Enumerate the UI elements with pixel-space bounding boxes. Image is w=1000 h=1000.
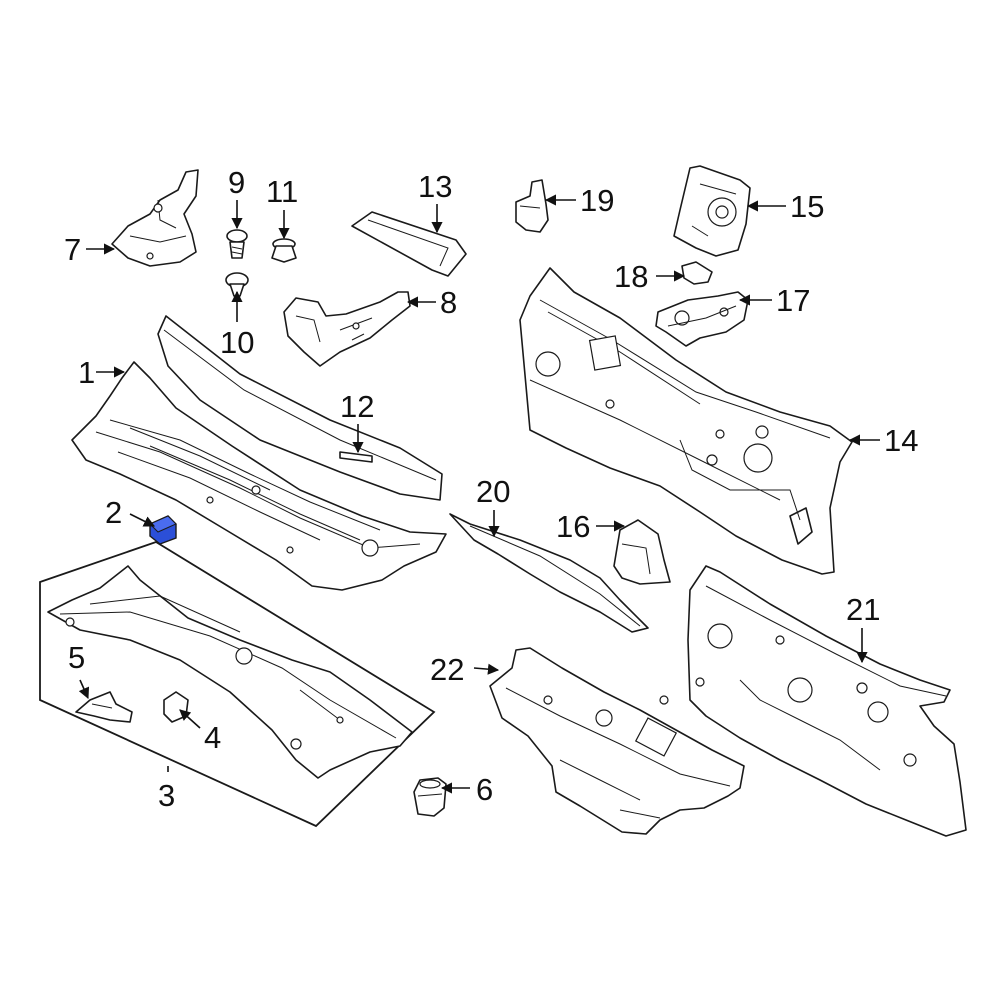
part-7-bracket[interactable] — [111, 169, 199, 267]
callout-10: 10 — [220, 325, 254, 360]
callout-5: 5 — [68, 640, 85, 675]
part-4-clip[interactable] — [163, 691, 189, 723]
part-16-bracket[interactable] — [613, 519, 671, 585]
part-11-push-pin[interactable] — [271, 238, 297, 263]
callout-11: 11 — [266, 174, 298, 209]
callout-20: 20 — [476, 474, 510, 509]
callout-17: 17 — [776, 283, 810, 318]
part-5-bracket[interactable] — [75, 691, 133, 723]
callout-12: 12 — [340, 389, 374, 424]
part-13-tray[interactable] — [351, 211, 467, 277]
callout-7: 7 — [64, 232, 81, 267]
part-22-insulator[interactable] — [489, 647, 745, 835]
callout-15: 15 — [790, 189, 824, 224]
part-8-bracket[interactable] — [283, 291, 411, 367]
callout-18: 18 — [614, 259, 648, 294]
part-3-reinforcement[interactable] — [47, 565, 413, 779]
part-21-insulator[interactable] — [687, 565, 967, 837]
callout-6: 6 — [476, 772, 493, 807]
callout-14: 14 — [884, 423, 918, 458]
callout-21: 21 — [846, 592, 880, 627]
part-12-seal[interactable] — [157, 315, 443, 501]
leader-4 — [179, 709, 201, 729]
part-6-grommet[interactable] — [413, 777, 447, 817]
leader-2 — [129, 513, 156, 527]
callout-4: 4 — [204, 720, 221, 755]
callout-labels: 1 2 3 4 5 6 7 8 9 10 11 12 13 14 15 16 1… — [64, 165, 918, 813]
callout-13: 13 — [418, 169, 452, 204]
callout-8: 8 — [440, 285, 457, 320]
callout-19: 19 — [580, 183, 614, 218]
callout-1: 1 — [78, 355, 95, 390]
part-1-cowl-panel[interactable] — [71, 361, 447, 591]
callout-2: 2 — [105, 495, 122, 530]
callout-9: 9 — [228, 165, 245, 200]
part-3-group-box — [39, 541, 436, 828]
part-15-bracket[interactable] — [673, 165, 751, 257]
part-17-bracket[interactable] — [655, 291, 749, 347]
leader-22 — [473, 663, 500, 675]
part-20-seal[interactable] — [449, 513, 649, 633]
part-19-bracket[interactable] — [515, 179, 549, 233]
part-18-clip[interactable] — [681, 261, 713, 285]
part-2-clip[interactable] — [149, 515, 177, 545]
leader-5 — [78, 679, 90, 700]
part-9-bolt[interactable] — [226, 229, 248, 259]
callout-16: 16 — [556, 509, 590, 544]
part-14-dash-panel[interactable] — [519, 267, 853, 575]
callout-3: 3 — [158, 778, 175, 813]
callout-22: 22 — [430, 652, 464, 687]
leader-lines — [78, 194, 880, 794]
